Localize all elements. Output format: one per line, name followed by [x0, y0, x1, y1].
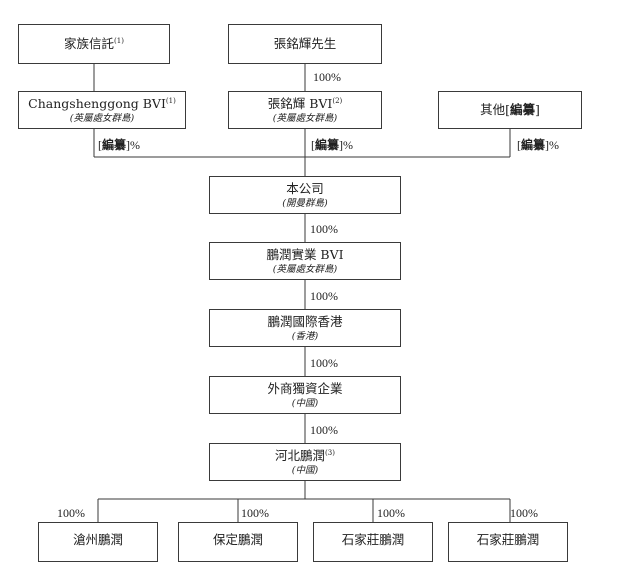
node-sub1: 滄州鵬潤: [38, 522, 158, 562]
sub1-name: 滄州鵬潤: [72, 532, 123, 547]
shareholding-structure-chart: 家族信託(1) 張銘輝先生 Changshenggong BVI(1) (英屬處…: [18, 24, 582, 562]
label-sub3: 100%: [377, 506, 405, 520]
sub3-name: 石家莊鵬潤: [341, 532, 405, 547]
label-wfoe-to-hebei: 100%: [310, 423, 338, 437]
label-company-to-pengrun-bvi: 100%: [310, 222, 338, 236]
node-family-trust: 家族信託(1): [18, 24, 170, 64]
others-name: 其他[編纂]: [480, 102, 540, 117]
company-name: 本公司: [286, 180, 324, 196]
node-changshenggong-bvi: Changshenggong BVI(1) (英屬處女群島): [18, 91, 186, 129]
hebei-name: 河北鵬潤(3): [275, 447, 335, 463]
label-zhang-to-bvi: 100%: [313, 70, 341, 84]
label-pengrun-bvi-to-hk: 100%: [310, 289, 338, 303]
pengrun-bvi-name: 鵬潤實業 BVI: [266, 246, 344, 262]
node-company: 本公司 (開曼群島): [209, 176, 401, 214]
label-sub1: 100%: [57, 506, 85, 520]
label-redacted-right: [編纂]%: [517, 138, 560, 152]
node-pengrun-hk: 鵬潤國際香港 (香港): [209, 309, 401, 347]
node-wfoe: 外商獨資企業 (中國): [209, 376, 401, 414]
label-sub4: 100%: [510, 506, 538, 520]
sub2-name: 保定鵬潤: [212, 532, 263, 547]
node-zhang: 張銘輝先生: [228, 24, 382, 64]
zhang-bvi-jurisdiction: (英屬處女群島): [272, 112, 338, 124]
wfoe-jurisdiction: (中國): [291, 397, 319, 409]
pengrun-hk-name: 鵬潤國際香港: [267, 313, 343, 329]
connector-lines: [93, 64, 511, 522]
label-redacted-mid: [編纂]%: [311, 138, 354, 152]
label-hk-to-wfoe: 100%: [310, 356, 338, 370]
pengrun-bvi-jurisdiction: (英屬處女群島): [272, 263, 338, 275]
wfoe-name: 外商獨資企業: [267, 380, 343, 396]
label-sub2: 100%: [241, 506, 269, 520]
node-sub3: 石家莊鵬潤: [313, 522, 433, 562]
sub4-name: 石家莊鵬潤: [476, 532, 540, 547]
changshenggong-jurisdiction: (英屬處女群島): [69, 112, 135, 124]
node-sub4: 石家莊鵬潤: [448, 522, 568, 562]
node-sub2: 保定鵬潤: [178, 522, 298, 562]
family-trust-name: 家族信託(1): [64, 36, 124, 51]
hebei-jurisdiction: (中國): [291, 464, 319, 476]
node-zhang-bvi: 張銘輝 BVI(2) (英屬處女群島): [228, 91, 382, 129]
company-jurisdiction: (開曼群島): [282, 197, 328, 209]
pengrun-hk-jurisdiction: (香港): [291, 330, 319, 342]
label-redacted-left: [編纂]%: [98, 138, 141, 152]
node-others: 其他[編纂]: [438, 91, 582, 129]
changshenggong-name: Changshenggong BVI(1): [28, 95, 176, 111]
node-hebei-pengrun: 河北鵬潤(3) (中國): [209, 443, 401, 481]
zhang-name: 張銘輝先生: [273, 36, 337, 51]
node-pengrun-bvi: 鵬潤實業 BVI (英屬處女群島): [209, 242, 401, 280]
zhang-bvi-name: 張銘輝 BVI(2): [267, 95, 343, 111]
